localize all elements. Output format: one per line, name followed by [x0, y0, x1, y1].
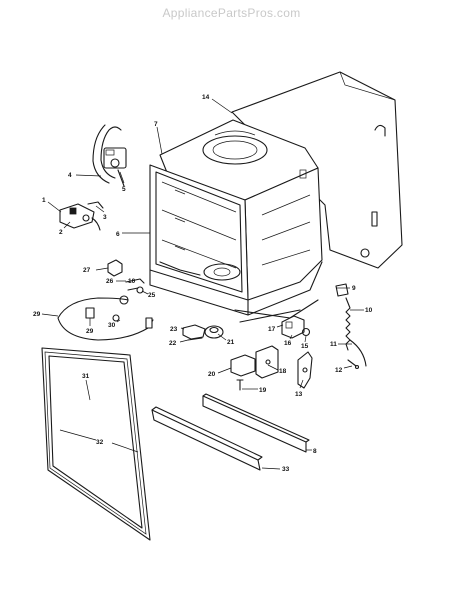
callout-7: 7	[154, 121, 158, 128]
callout-10b: 10	[365, 307, 373, 314]
callout-33: 33	[282, 466, 290, 473]
callout-2: 2	[59, 229, 63, 236]
watermark: AppliancePartsPros.com	[162, 6, 301, 20]
callout-3: 3	[103, 214, 107, 221]
callout-10a: 10	[128, 278, 136, 285]
callout-23: 23	[170, 326, 178, 333]
callout-19: 19	[259, 387, 267, 394]
callout-21: 21	[227, 339, 235, 346]
callout-29b: 29	[86, 328, 94, 335]
latch-parts	[281, 315, 311, 339]
callout-12: 12	[335, 367, 343, 374]
callout-30: 30	[108, 322, 116, 329]
callout-4: 4	[68, 172, 72, 179]
callout-1: 1	[42, 197, 46, 204]
callout-8: 8	[313, 448, 317, 455]
callout-9: 9	[352, 285, 356, 292]
door-spring-assembly	[335, 283, 367, 370]
callout-18: 18	[279, 368, 287, 375]
callout-13: 13	[295, 391, 303, 398]
callout-27: 27	[83, 267, 91, 274]
callout-22: 22	[169, 340, 177, 347]
callout-6: 6	[116, 231, 120, 238]
callout-11: 11	[330, 341, 337, 348]
callout-5: 5	[122, 186, 126, 193]
hinge-and-bracket-parts	[230, 345, 313, 391]
callout-26: 26	[106, 278, 114, 285]
callout-29a: 29	[33, 311, 41, 318]
vent-and-hose	[87, 124, 127, 209]
callout-labels: 14 7 4 5 3 1 2 6 27 26 10 25 29 29 30 9 …	[33, 94, 373, 473]
inlet-valve	[59, 203, 101, 231]
dishwasher-tub	[149, 119, 323, 323]
callout-14: 14	[202, 94, 210, 101]
pump-parts	[182, 324, 224, 341]
door-gasket	[41, 347, 151, 541]
leader-lines	[41, 98, 364, 470]
callout-25: 25	[148, 292, 156, 299]
callout-15: 15	[301, 343, 309, 350]
float-switch-parts	[107, 259, 145, 294]
toe-kick-panels	[151, 393, 310, 471]
wire-harness	[57, 295, 154, 341]
callout-31: 31	[82, 373, 90, 380]
callout-32: 32	[96, 439, 104, 446]
callout-17: 17	[268, 326, 276, 333]
callout-20: 20	[208, 371, 216, 378]
callout-16: 16	[284, 340, 292, 347]
